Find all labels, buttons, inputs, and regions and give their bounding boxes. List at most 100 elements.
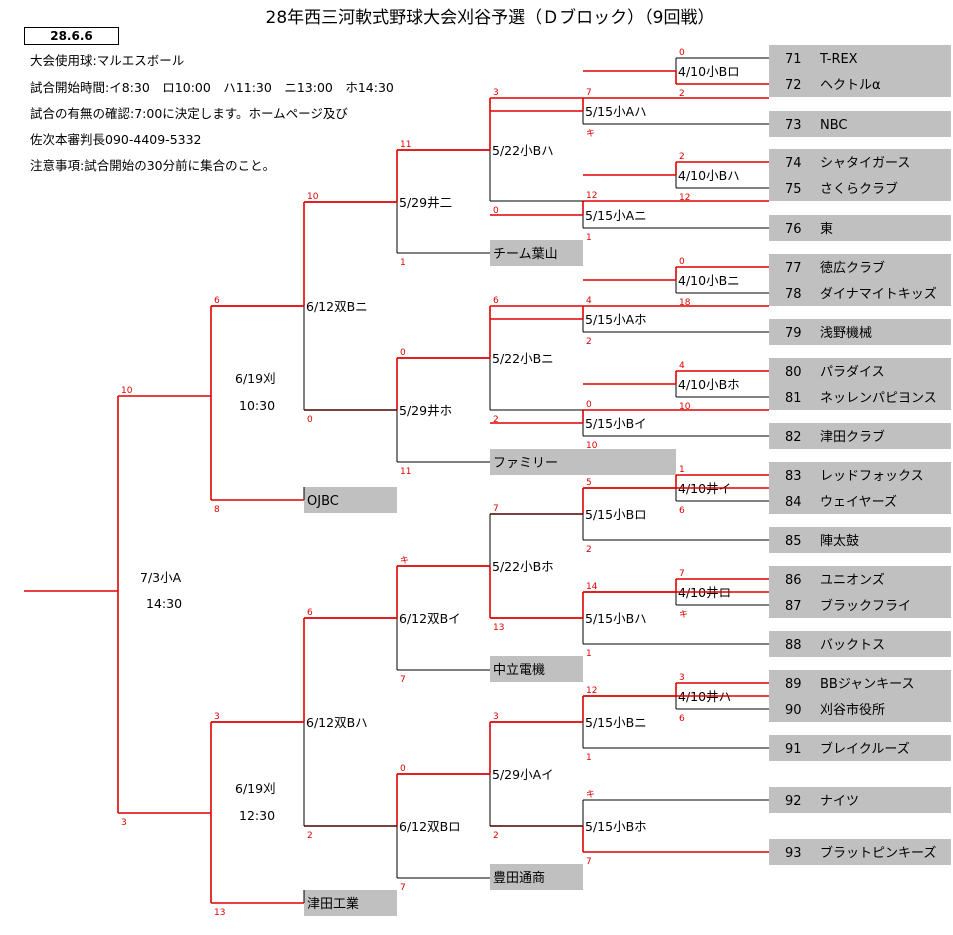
- team-number: 74: [785, 156, 802, 171]
- score-bottom: 8: [214, 505, 220, 515]
- team-box: [769, 254, 951, 280]
- score-bottom: 2: [679, 89, 685, 99]
- match-label: 5/22小Bニ: [492, 351, 554, 366]
- team-number: 81: [785, 391, 802, 406]
- date-box: 28.6.6: [24, 27, 119, 45]
- team-name: ヘクトルα: [820, 78, 881, 93]
- score-bottom: 2: [493, 415, 499, 425]
- score-top: 3: [493, 712, 499, 722]
- team-name: 浅野機械: [820, 326, 872, 341]
- match-label: 6/12双Bロ: [399, 819, 461, 834]
- score-bottom: 6: [679, 714, 685, 724]
- score-bottom: 13: [493, 623, 504, 633]
- score-top: 0: [400, 764, 406, 774]
- match-label: 5/15小Bハ: [585, 611, 647, 626]
- match-label: 5/15小Bニ: [585, 715, 647, 730]
- match-label: 5/29小Aイ: [492, 767, 554, 782]
- team-number: 78: [785, 287, 802, 302]
- final-match-time: 14:30: [146, 596, 182, 611]
- team-number: 93: [785, 846, 802, 861]
- team-box: [769, 384, 951, 410]
- team-box: [769, 175, 951, 201]
- score-bottom: 2: [307, 831, 313, 841]
- team-box: [769, 319, 951, 345]
- seeded-team-name: チーム葉山: [493, 247, 558, 262]
- team-number: 77: [785, 261, 802, 276]
- score-bottom: 10: [679, 402, 691, 412]
- score-top: 12: [586, 686, 597, 696]
- match-label: 5/22小Bホ: [492, 559, 554, 574]
- score-bottom: 2: [493, 831, 499, 841]
- score-top: キ: [586, 790, 595, 800]
- score-top: 7: [493, 504, 499, 514]
- score-bottom: 1: [400, 258, 406, 268]
- score-top: 3: [214, 712, 220, 722]
- seeded-team-box: [490, 864, 583, 890]
- team-box: [769, 566, 951, 592]
- team-name: さくらクラブ: [820, 181, 898, 197]
- team-box: [769, 280, 951, 306]
- team-box: [769, 696, 951, 722]
- team-name: 刈谷市役所: [820, 702, 885, 718]
- seeded-team-name: 中立電機: [493, 663, 545, 678]
- team-number: 75: [785, 182, 802, 197]
- team-name: ネッレンパピヨンス: [820, 391, 937, 406]
- score-top: 5: [586, 478, 592, 488]
- info-umpire: 佐次本審判長090-4409-5332: [30, 132, 202, 147]
- team-number: 91: [785, 742, 802, 757]
- score-top: 4: [586, 296, 592, 306]
- team-box: [769, 839, 951, 865]
- score-top: キ: [400, 556, 409, 566]
- match-label: 6/12双Bイ: [399, 611, 461, 626]
- match-label: 5/15小Aホ: [585, 312, 647, 327]
- semi-match-time: 12:30: [239, 808, 275, 823]
- match-label: 6/12双Bハ: [306, 715, 368, 730]
- score-bottom: 3: [121, 818, 127, 828]
- seeded-team-box: [490, 240, 583, 266]
- team-name: 陣太鼓: [820, 534, 859, 549]
- team-name: ダイナマイトキッズ: [820, 286, 937, 302]
- seeded-team-box: [490, 449, 676, 475]
- score-bottom: 2: [586, 545, 592, 555]
- score-top: 3: [679, 673, 685, 683]
- team-name: ナイツ: [820, 794, 859, 809]
- score-bottom: 7: [586, 857, 592, 867]
- semi-match-time: 10:30: [239, 398, 275, 413]
- team-box: [769, 71, 951, 97]
- team-name: ユニオンズ: [820, 572, 885, 588]
- team-box: [769, 358, 951, 384]
- match-label: 5/15小Bホ: [585, 819, 647, 834]
- match-label: 6/12双Bニ: [306, 299, 368, 314]
- score-top: 1: [679, 465, 685, 475]
- score-top: 6: [214, 296, 220, 306]
- info-start-time: 試合開始時間:イ8:30 ロ10:00 ハ11:30 ニ13:00 ホ14:30: [30, 80, 394, 95]
- seeded-team-name: OJBC: [307, 494, 339, 509]
- team-name: ブラックフライ: [820, 598, 911, 614]
- team-box: [769, 111, 951, 137]
- page-title: 28年西三河軟式野球大会刈谷予選（Ｄブロック）（9回戦）: [265, 8, 715, 28]
- team-number: 92: [785, 794, 802, 809]
- score-bottom: 0: [307, 415, 313, 425]
- team-name: NBC: [820, 118, 848, 133]
- score-top: 12: [586, 191, 597, 201]
- team-box: [769, 631, 951, 657]
- info-notice: 注意事項:試合開始の30分前に集合のこと。: [30, 158, 276, 173]
- match-label: 4/10小Bロ: [678, 64, 740, 79]
- team-name: パラダイス: [820, 365, 885, 380]
- score-top: 3: [493, 88, 499, 98]
- team-name: BBジャンキース: [820, 677, 915, 692]
- team-name: T-REX: [819, 52, 858, 67]
- match-label: 4/10小Bハ: [678, 168, 740, 183]
- info-confirm: 試合の有無の確認:7:00に決定します。ホームページ及び: [30, 106, 348, 121]
- score-top: 0: [400, 348, 406, 358]
- team-name: 徳広クラブ: [820, 260, 885, 276]
- team-box: [769, 149, 951, 175]
- score-bottom: 13: [214, 908, 225, 918]
- score-bottom: 1: [586, 753, 592, 763]
- score-top: 14: [586, 582, 598, 592]
- score-bottom: 1: [586, 649, 592, 659]
- team-box: [769, 592, 951, 618]
- score-bottom: 12: [679, 193, 690, 203]
- team-number: 89: [785, 677, 802, 692]
- score-top: 6: [307, 608, 313, 618]
